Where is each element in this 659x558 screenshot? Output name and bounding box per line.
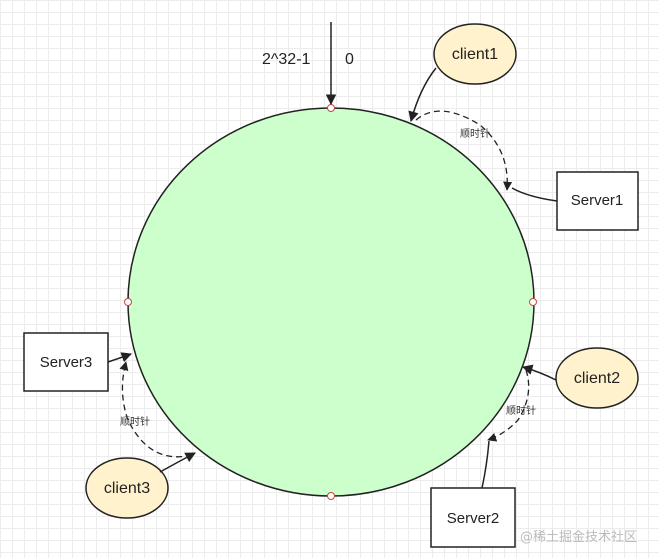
server3-connector	[107, 352, 132, 363]
server2-label: Server2	[447, 510, 500, 527]
client3-connector	[159, 452, 196, 473]
client3-label: client3	[104, 480, 150, 497]
client1-connector	[408, 67, 437, 123]
max-hash-label: 2^32-1	[262, 51, 311, 68]
server2-connector	[481, 440, 490, 489]
server1-connector	[511, 187, 558, 202]
direction-label-2: 顺时针	[506, 404, 536, 417]
ring-point-left	[124, 298, 132, 306]
server1-node: Server1	[556, 171, 639, 231]
client2-connector	[521, 364, 557, 381]
direction-label-3: 顺时针	[120, 415, 150, 428]
client1-label: client1	[452, 46, 498, 63]
client1-node: client1	[433, 23, 517, 85]
client3-node: client3	[85, 457, 169, 519]
zero-hash-label: 0	[345, 51, 354, 68]
direction-label-1: 顺时针	[460, 127, 490, 140]
server3-node: Server3	[23, 332, 109, 392]
watermark: @稀土掘金技术社区	[520, 529, 637, 545]
ring-point-top	[327, 104, 335, 112]
client2-node: client2	[555, 347, 639, 409]
server1-label: Server1	[571, 192, 624, 209]
client2-clockwise-arc	[487, 369, 530, 442]
server3-label: Server3	[40, 354, 93, 371]
client2-label: client2	[574, 370, 620, 387]
hash-ring	[127, 107, 535, 497]
client3-clockwise-arc	[119, 361, 193, 458]
server2-node: Server2	[430, 487, 516, 548]
ring-point-bottom	[327, 492, 335, 500]
ring-point-right	[529, 298, 537, 306]
